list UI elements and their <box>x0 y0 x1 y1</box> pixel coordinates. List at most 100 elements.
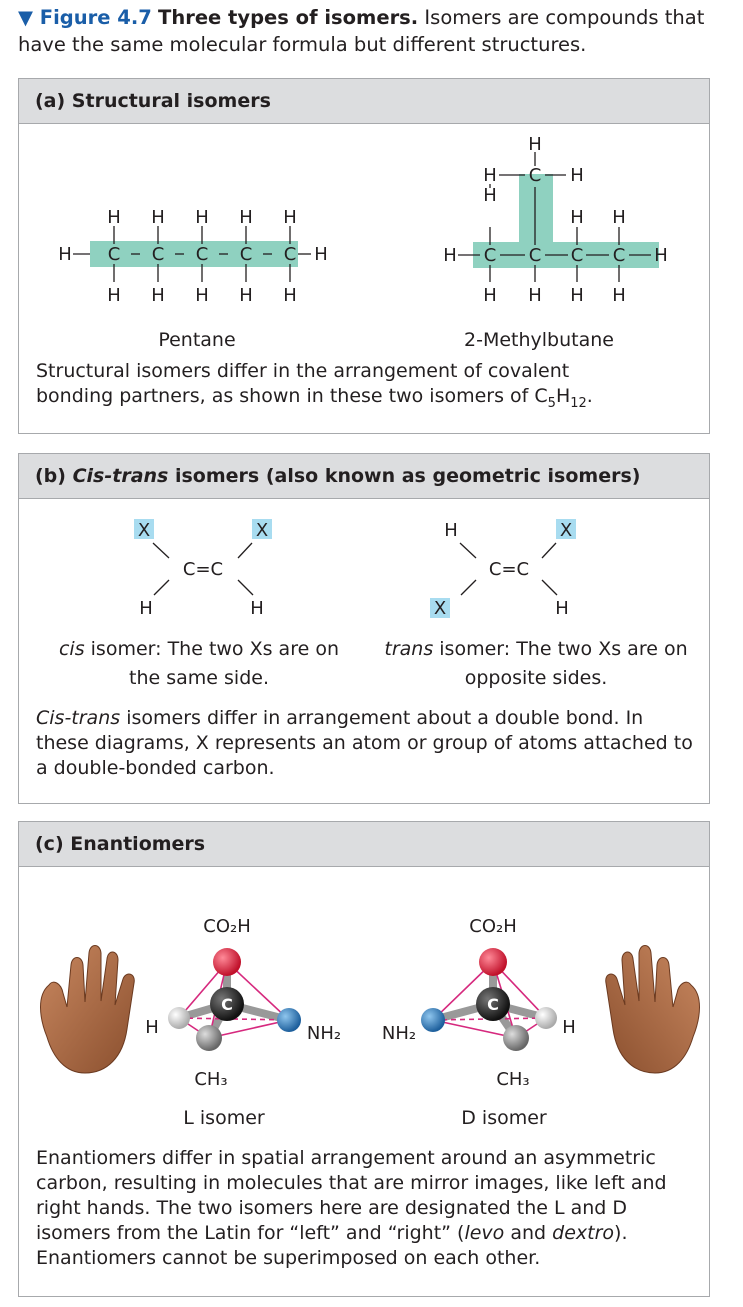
carbon-letter: C <box>221 995 233 1014</box>
atom-c: C <box>529 245 542 266</box>
oxygen-atom <box>479 948 507 976</box>
atom-c: C <box>108 244 121 265</box>
header-suffix: isomers (also known as geometric isomers… <box>168 465 641 487</box>
atom-h: H <box>443 245 457 266</box>
cis-label: cis isomer: The two Xs are on the same s… <box>39 635 359 693</box>
atom-h: H <box>612 207 626 228</box>
atom-x: X <box>256 520 268 541</box>
desc-emphasis: Cis-trans <box>36 707 121 729</box>
pentane-atoms: H C C C C C H H H H H H H H H H H <box>58 207 328 306</box>
atom-h: H <box>107 207 121 228</box>
atom-c: C <box>571 245 584 266</box>
trans-line1: isomer: The two Xs are on <box>433 638 688 660</box>
figure-caption: ▼ Figure 4.7 Three types of isomers. Iso… <box>18 4 718 58</box>
methyl-atom <box>503 1025 529 1051</box>
x-box <box>252 519 272 539</box>
atom-c: C <box>529 165 542 186</box>
atom-h: H <box>612 285 626 306</box>
period: . <box>586 385 593 407</box>
oxygen-atom <box>213 948 241 976</box>
d-isomer-labels: CO₂H H NH₂ CH₃ <box>382 916 576 1090</box>
atom-h: H <box>654 245 668 266</box>
figure-number: ▼ Figure 4.7 <box>18 6 152 29</box>
x-box <box>134 519 154 539</box>
desc-text: and <box>504 1222 553 1244</box>
desc-emphasis: dextro <box>552 1222 615 1244</box>
carbon-letter: C <box>487 995 499 1014</box>
cis-bonds <box>152 542 254 596</box>
panel-cis-trans-isomers: (b) Cis-trans isomers (also known as geo… <box>18 453 710 804</box>
trans-emphasis: trans <box>384 638 434 660</box>
atom-x: X <box>138 520 150 541</box>
pentane-label: Pentane <box>158 329 236 351</box>
atom-h: H <box>570 285 584 306</box>
panel-structural-isomers: (a) Structural isomers H C C C C C H <box>18 78 710 434</box>
atom-h: H <box>151 285 165 306</box>
d-isomer-label: D isomer <box>461 1107 547 1129</box>
methylbutane-bonds <box>458 152 651 282</box>
co2h-label: CO₂H <box>203 916 251 937</box>
l-isomer-label: L isomer <box>183 1107 265 1129</box>
atom-h: H <box>528 134 542 155</box>
carbon-atom <box>210 987 244 1021</box>
l-isomer-labels: CO₂H H NH₂ CH₃ <box>145 916 341 1090</box>
double-bond: C=C <box>489 559 529 580</box>
nitrogen-atom <box>421 1008 445 1032</box>
atom-h: H <box>555 598 569 619</box>
atom-h: H <box>239 285 253 306</box>
atom-h: H <box>107 285 121 306</box>
atom-h: H <box>195 207 209 228</box>
d-isomer-molecule: C <box>421 948 557 1051</box>
atom-h: H <box>483 165 497 186</box>
nitrogen-atom <box>277 1008 301 1032</box>
panel-b-header: (b) Cis-trans isomers (also known as geo… <box>19 454 709 499</box>
trans-label: trans isomer: The two Xs are on opposite… <box>371 635 701 693</box>
atom-h: H <box>562 1017 576 1038</box>
desc-line: bonding partners, as shown in these two … <box>36 385 548 407</box>
atom-h: H <box>444 520 458 541</box>
formula-h: H <box>555 385 571 407</box>
atom-h: H <box>528 285 542 306</box>
nh2-label: NH₂ <box>382 1023 416 1044</box>
double-bond: C=C <box>183 559 223 580</box>
atom-h: H <box>483 185 497 206</box>
carbon-atom <box>476 987 510 1021</box>
nh2-label: NH₂ <box>307 1023 341 1044</box>
atom-h: H <box>139 598 153 619</box>
atom-h: H <box>570 207 584 228</box>
subscript: 12 <box>570 395 587 411</box>
methylbutane-label: 2-Methylbutane <box>464 329 614 351</box>
trans-atoms: H X C=C X H <box>434 520 572 619</box>
panel-b-description: Cis-trans isomers differ in arrangement … <box>36 706 696 781</box>
panel-a-header: (a) Structural isomers <box>19 79 709 124</box>
atom-h: H <box>145 1017 159 1038</box>
pentane-bonds <box>73 226 311 282</box>
atom-c: C <box>484 245 497 266</box>
right-hand-icon <box>605 945 700 1074</box>
enantiomers-diagram: C CO₂H H NH₂ CH₃ <box>40 916 700 1090</box>
atom-h: H <box>570 165 584 186</box>
atom-c: C <box>196 244 209 265</box>
atom-h: H <box>250 598 264 619</box>
trans-line2: opposite sides. <box>464 667 608 689</box>
left-hand-icon <box>40 945 135 1074</box>
figure-title: Three types of isomers. <box>158 6 419 29</box>
atom-c: C <box>240 244 253 265</box>
atom-h: H <box>314 244 328 265</box>
atom-x: X <box>434 598 446 619</box>
cis-line2: the same side. <box>129 667 269 689</box>
panel-a-description: Structural isomers differ in the arrange… <box>36 359 696 416</box>
desc-line: Structural isomers differ in the arrange… <box>36 360 570 382</box>
x-box <box>556 519 576 539</box>
x-box <box>430 598 450 618</box>
co2h-label: CO₂H <box>469 916 517 937</box>
panel-c-description: Enantiomers differ in spatial arrangemen… <box>36 1146 696 1271</box>
header-prefix: (b) <box>35 465 73 487</box>
figure-caption-text: Isomers are compounds that have the same… <box>18 6 705 56</box>
atom-h: H <box>58 244 72 265</box>
desc-text: Enantiomers differ in spatial arrangemen… <box>36 1147 667 1244</box>
cis-emphasis: cis <box>58 638 85 660</box>
ch3-label: CH₃ <box>496 1069 529 1090</box>
atom-c: C <box>284 244 297 265</box>
desc-text: ). Enantiomers cannot be superimposed on… <box>36 1222 628 1269</box>
